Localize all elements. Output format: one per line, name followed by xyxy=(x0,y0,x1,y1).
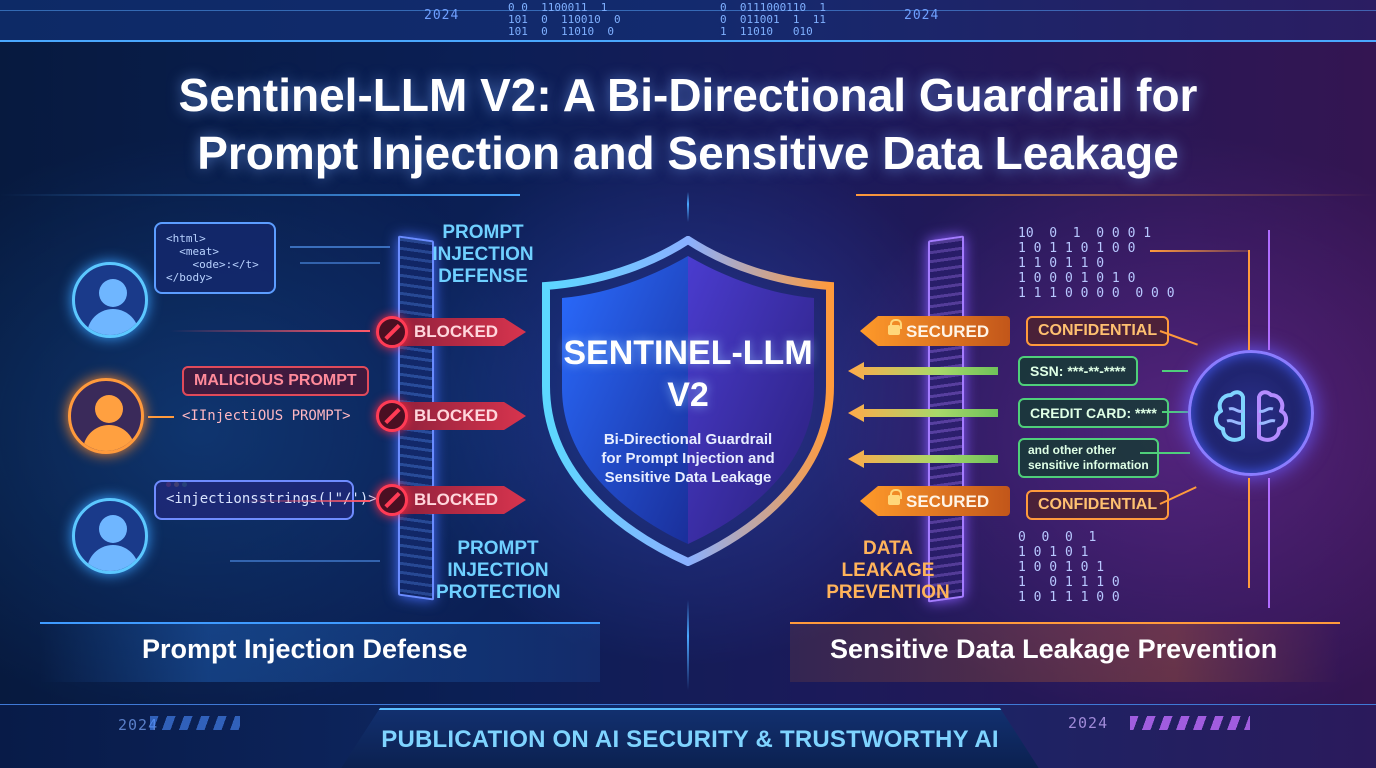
sentinel-shield-icon xyxy=(538,236,838,566)
malicious-prompt-label: MALICIOUS PROMPT xyxy=(182,366,369,396)
circuit-line xyxy=(290,246,390,248)
connector-line xyxy=(1162,411,1188,413)
stripe-decor xyxy=(1130,716,1250,730)
shield-title-line-1: SENTINEL-LLM xyxy=(563,334,813,372)
red-trace-line xyxy=(170,330,370,332)
user-avatar-malicious xyxy=(68,378,144,454)
divider-right xyxy=(856,194,1376,196)
user-avatar-1 xyxy=(72,262,148,338)
user-avatar-3 xyxy=(72,498,148,574)
publication-text: PUBLICATION ON AI SECURITY & TRUSTWORTHY… xyxy=(381,726,999,753)
prompt-injection-defense-label: PROMPT INJECTION DEFENSE xyxy=(432,222,534,287)
sensitive-data-leakage-caption: Sensitive Data Leakage Prevention xyxy=(830,634,1278,664)
blocked-label: BLOCKED xyxy=(414,322,499,341)
circuit-line xyxy=(1248,250,1250,350)
blocked-arrow-2: BLOCKED xyxy=(376,400,536,432)
binary-top-right: 0 0111000110 1 0 011001 1 11 1 11010 010 xyxy=(720,1,826,38)
blocked-label: BLOCKED xyxy=(414,490,499,509)
center-line-bottom xyxy=(687,600,689,690)
center-line-top xyxy=(687,192,689,222)
divider-left xyxy=(0,194,520,196)
circuit-line xyxy=(1150,250,1250,252)
other-sensitive-info-label: and other other sensitive information xyxy=(1018,438,1159,478)
prompt-injection-protection-label: PROMPT INJECTION PROTECTION xyxy=(436,538,561,603)
connector-line xyxy=(1140,452,1190,454)
top-decor-strip xyxy=(0,0,1376,42)
circuit-line xyxy=(1248,478,1250,588)
blocked-icon xyxy=(376,400,408,432)
prompt-injection-defense-caption: Prompt Injection Defense xyxy=(142,634,468,664)
circuit-line xyxy=(1268,230,1270,350)
page-title: Sentinel-LLM V2: A Bi-Directional Guardr… xyxy=(0,66,1376,182)
ai-brain-icon xyxy=(1188,350,1314,476)
binary-right-top: 10 0 1 0 0 0 1 1 0 1 1 0 1 0 0 1 1 0 1 1… xyxy=(1018,226,1175,301)
circuit-line xyxy=(1268,478,1270,608)
secured-arrow-2: SECURED xyxy=(860,486,1010,516)
year-top-right: 2024 xyxy=(904,8,940,23)
confidential-label-1: CONFIDENTIAL xyxy=(1026,316,1170,346)
secured-label: SECURED xyxy=(906,322,990,341)
ssn-masked-label: SSN: ***-**-**** xyxy=(1018,356,1138,386)
code-speech-bubble: <html> <meat> <ode>:</t> </body> xyxy=(154,222,276,294)
circuit-line xyxy=(230,560,380,562)
credit-card-masked-label: CREDIT CARD: **** xyxy=(1018,398,1169,428)
connector-line xyxy=(1162,370,1188,372)
secured-arrow-1: SECURED xyxy=(860,316,1010,346)
binary-top-left: 0 0 1100011 1 101 0 110010 0 101 0 11010… xyxy=(508,1,621,38)
blocked-icon xyxy=(376,484,408,516)
blocked-label: BLOCKED xyxy=(414,406,499,425)
leak-arrow-2 xyxy=(848,404,998,422)
circuit-line xyxy=(300,262,380,264)
data-leakage-prevention-label: DATA LEAKAGE PREVENTION xyxy=(826,538,950,603)
blocked-arrow-1: BLOCKED xyxy=(376,316,536,348)
leak-arrow-3 xyxy=(848,450,998,468)
lock-icon xyxy=(888,319,902,335)
stripe-decor xyxy=(150,716,240,730)
string-speech-bubble: <injectionsstrings(|"/')> xyxy=(154,466,377,522)
leak-arrow-1 xyxy=(848,362,998,380)
confidential-label-2: CONFIDENTIAL xyxy=(1026,490,1170,520)
right-section-band xyxy=(790,622,1340,682)
year-bottom-right: 2024 xyxy=(1068,714,1109,732)
red-trace-line xyxy=(240,500,370,502)
title-line-2: Prompt Injection and Sensitive Data Leak… xyxy=(197,127,1179,179)
year-top-left: 2024 xyxy=(424,8,460,23)
publication-banner xyxy=(340,708,1040,768)
left-section-band xyxy=(40,622,600,682)
binary-right-bottom: 0 0 0 1 1 0 1 0 1 1 0 0 1 0 1 1 0 1 1 1 … xyxy=(1018,530,1120,605)
year-bottom-left: 2024 xyxy=(118,716,159,734)
secured-label: SECURED xyxy=(906,492,990,511)
title-line-1: Sentinel-LLM V2: A Bi-Directional Guardr… xyxy=(178,69,1198,121)
shield-title-line-2: V2 xyxy=(667,376,709,414)
lock-icon xyxy=(888,489,902,505)
blocked-icon xyxy=(376,316,408,348)
malicious-connector xyxy=(148,416,174,418)
shield-title: SENTINEL-LLM V2 xyxy=(538,332,838,416)
blocked-arrow-3: BLOCKED xyxy=(376,484,536,516)
injection-prompt-text: <IInjectiOUS PROMPT> xyxy=(182,408,351,424)
shield-subtitle: Bi-Directional Guardrail for Prompt Inje… xyxy=(601,431,775,486)
